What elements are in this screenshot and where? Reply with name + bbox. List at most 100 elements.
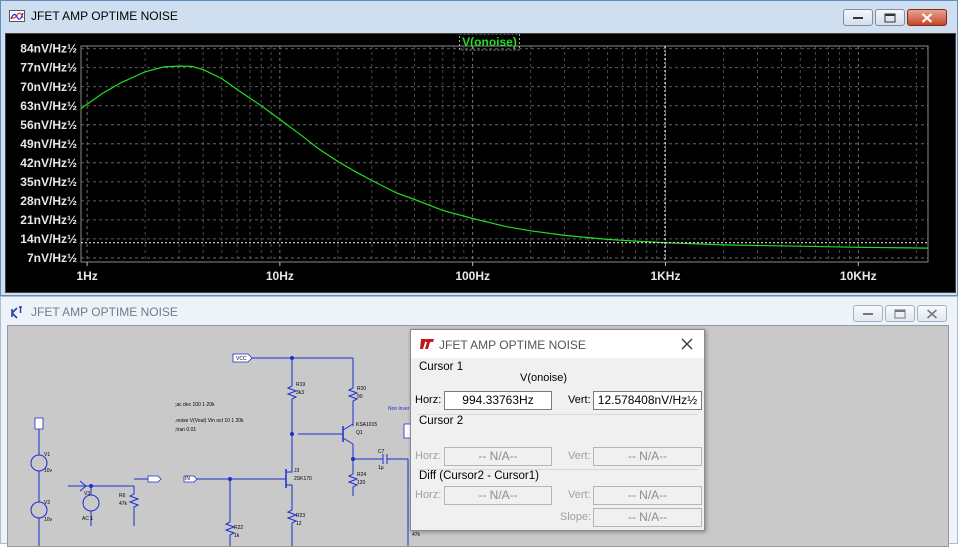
- cursor1-group-label: Cursor 1: [419, 361, 464, 373]
- trace-label[interactable]: V(onoise): [462, 35, 517, 49]
- diff-horz-label: Horz:: [415, 489, 442, 501]
- restore-button[interactable]: [875, 9, 905, 26]
- r20-value: 90: [357, 394, 363, 400]
- restore-icon: [884, 13, 896, 22]
- cursor-dialog-title: JFET AMP OPTIME NOISE: [439, 338, 586, 352]
- r22-resistor: [224, 479, 236, 546]
- y-tick-label: 63nV/Hz½: [20, 99, 77, 113]
- cursor-dialog[interactable]: JFET AMP OPTIME NOISE Cursor 1 V(onoise)…: [410, 329, 705, 531]
- cursor1-trace-name: V(onoise): [520, 372, 568, 384]
- in-flag-label: IN: [185, 476, 190, 482]
- r23-label: R23: [296, 513, 306, 519]
- y-tick-label: 42nV/Hz½: [20, 156, 77, 170]
- close-button[interactable]: [907, 9, 947, 26]
- r6-value: 47k: [119, 501, 128, 507]
- v1-label: V1: [44, 452, 51, 458]
- waveform-window-title: JFET AMP OPTIME NOISE: [31, 9, 178, 23]
- v3-ac-value: AC 1: [82, 516, 94, 522]
- cursor-dialog-titlebar[interactable]: JFET AMP OPTIME NOISE: [411, 330, 704, 358]
- schematic-app-icon: [9, 304, 25, 320]
- noise-directive[interactable]: .noise V(Vout) Vin oct 10 1 20k: [175, 418, 244, 424]
- cursor2-group-label: Cursor 2: [419, 415, 464, 427]
- plot-pane[interactable]: 7nV/Hz½ 14nV/Hz½ 21nV/Hz½ 28nV/Hz½ 35nV/Hz½ 4…: [5, 33, 956, 293]
- vcc-flag-label: VCC: [236, 356, 247, 362]
- r23-value: 12: [296, 521, 302, 527]
- schematic-close-button[interactable]: [917, 305, 947, 322]
- r20-label: R20: [357, 386, 367, 392]
- schematic-restore-button[interactable]: [885, 305, 915, 322]
- y-tick-label: 49nV/Hz½: [20, 137, 77, 151]
- ac-directive[interactable]: ;ac dec 100 1 20k: [175, 402, 215, 408]
- vcc-node-flag: [34, 417, 44, 430]
- close-icon: [926, 308, 938, 319]
- c7-value: 1µ: [378, 465, 384, 471]
- r22-label: R22: [234, 525, 244, 531]
- schematic-minimize-button[interactable]: [853, 305, 883, 322]
- v3-label: V3: [84, 491, 91, 497]
- q1-name: Q1: [356, 430, 363, 436]
- r24-resistor: [347, 471, 359, 496]
- diff-slope-field: -- N/A--: [593, 508, 702, 527]
- v2-label: V2: [44, 500, 51, 506]
- cursor1-horz-label: Horz:: [415, 394, 442, 406]
- y-tick-label: 28nV/Hz½: [20, 194, 77, 208]
- ltspice-logo-icon: [419, 337, 435, 356]
- diff-vert-label: Vert:: [568, 489, 591, 501]
- r19-value: 3k3: [296, 390, 305, 396]
- y-tick-label: 35nV/Hz½: [20, 175, 77, 189]
- trace-label-box[interactable]: [459, 34, 520, 51]
- dialog-close-icon[interactable]: [678, 335, 696, 353]
- plot-frame: [80, 45, 929, 263]
- vcc-flag: [232, 353, 253, 363]
- r19-label: R19: [296, 382, 306, 388]
- series-line-vonoise[interactable]: [80, 65, 929, 249]
- x-tick-label: 100Hz: [455, 269, 490, 283]
- schematic-drawing[interactable]: [8, 326, 948, 546]
- x-tick-label: 1KHz: [650, 269, 680, 283]
- diff-slope-label: Slope:: [560, 511, 592, 523]
- y-tick-label: 77nV/Hz½: [20, 61, 77, 75]
- cursor2-vert-field: -- N/A--: [593, 447, 702, 466]
- v1-value: 10v: [44, 468, 53, 474]
- r24-label: R24: [357, 472, 367, 478]
- v2-value: 10v: [44, 517, 53, 523]
- y-tick-label: 70nV/Hz½: [20, 80, 77, 94]
- restore-icon: [894, 309, 906, 318]
- x-tick-label: 1Hz: [76, 269, 97, 283]
- r19-resistor: [286, 382, 298, 434]
- v3-source: [82, 494, 100, 512]
- r-right-value: 47k: [412, 532, 421, 538]
- diff-vert-field: -- N/A--: [593, 486, 702, 505]
- cursor2-vert-label: Vert:: [568, 450, 591, 462]
- minimize-button[interactable]: [843, 9, 873, 26]
- x-tick-label: 10KHz: [840, 269, 877, 283]
- r24-value: 120: [357, 480, 366, 486]
- j3-value: 2SK170: [294, 476, 312, 482]
- noise-plot[interactable]: 7nV/Hz½ 14nV/Hz½ 21nV/Hz½ 28nV/Hz½ 35nV/Hz½ 4…: [6, 34, 955, 292]
- y-tick-label: 7nV/Hz½: [27, 251, 77, 265]
- tran-directive[interactable]: ;tran 0.01: [175, 427, 197, 433]
- y-tick-label: 21nV/Hz½: [20, 213, 77, 227]
- c7-label: C7: [378, 449, 385, 455]
- r6-resistor: [68, 485, 140, 526]
- out-flag: [147, 475, 162, 483]
- minimize-icon: [853, 16, 863, 19]
- waveform-window[interactable]: JFET AMP OPTIME NOISE 7nV/Hz½ 14nV/Hz½ 21n…: [0, 0, 958, 296]
- r6-label: R6: [119, 493, 126, 499]
- cursor1-vert-field[interactable]: 12.578408nV/Hz½: [593, 391, 702, 410]
- y-tick-label: 84nV/Hz½: [20, 42, 77, 56]
- close-icon: [921, 12, 933, 23]
- schematic-titlebar[interactable]: JFET AMP OPTIME NOISE: [1, 297, 957, 327]
- y-tick-label: 14nV/Hz½: [20, 232, 77, 246]
- j3-label: J3: [294, 468, 300, 474]
- cursor1-horz-field[interactable]: 994.33763Hz: [444, 391, 552, 410]
- r20-resistor: [347, 386, 359, 426]
- cursor2-horz-label: Horz:: [415, 450, 442, 462]
- waveform-titlebar[interactable]: JFET AMP OPTIME NOISE: [1, 1, 957, 31]
- cursor2-horz-field: -- N/A--: [444, 447, 552, 466]
- in-flag: [183, 475, 198, 483]
- r22-value: 1k: [234, 533, 240, 539]
- x-tick-label: 10Hz: [266, 269, 294, 283]
- q1-part: KSA1015: [356, 422, 378, 428]
- r23-resistor: [286, 501, 298, 546]
